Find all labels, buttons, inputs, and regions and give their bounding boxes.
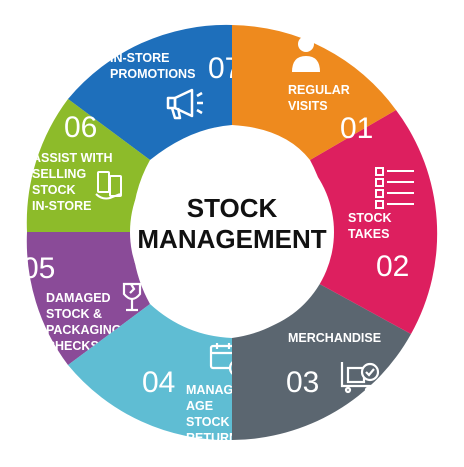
broken-glass-icon [122,282,142,312]
segment-label-01-line1: REGULAR [288,83,350,97]
segment-shape-01 [232,25,396,160]
segment-regular-visits: REGULAR VISITS 01 [232,25,396,160]
megaphone-icon [166,88,203,120]
checklist-icon [375,167,414,209]
segment-merchandise: MERCHANDISE 03 [232,282,411,440]
segment-shape-06 [26,99,150,232]
segment-shape-07 [68,24,232,160]
segment-label-05-line4: CHECKS [46,339,99,353]
segment-damaged-stock: 05 DAMAGED STOCK & PACKAGING CHECKS [22,232,151,365]
segment-stock-takes: STOCK TAKES 02 [310,110,438,334]
segment-label-05-line2: STOCK & [46,307,102,321]
center-circle [130,130,334,334]
segment-label-06-line3: STOCK [32,183,76,197]
segment-number-05: 05 [22,252,55,285]
segment-number-04: 04 [142,366,175,399]
segment-number-03: 03 [286,366,319,399]
segment-label-06-line1: ASSIST WITH [32,151,113,165]
segment-label-03-line1: MERCHANDISE [288,331,381,345]
segment-label-05-line1: DAMAGED [46,291,111,305]
segment-label-02-line1: STOCK [348,211,392,225]
segment-number-01: 01 [340,112,373,145]
segment-label-04-line1: MANAGE [186,383,242,397]
segment-label-04-line2: AGE [186,399,213,413]
hand-money-icon [95,171,122,200]
segment-label-06-line2: SELLING [32,167,86,181]
segment-label-06-line4: IN-STORE [32,199,92,213]
center-title-line2: MANAGEMENT [137,224,326,254]
segment-shape-04 [68,304,232,441]
segment-shape-03 [232,282,411,440]
segment-assist-selling: 06 ASSIST WITH SELLING STOCK IN-STORE [26,99,150,232]
segment-shape-02 [310,110,438,334]
segment-label-05-line3: PACKAGING [46,323,121,337]
segment-label-01-line2: VISITS [288,99,328,113]
segment-label-04-line3: STOCK & [186,415,242,429]
segment-label-04-line4: RETURN [186,431,238,445]
segment-number-02: 02 [376,250,409,283]
segment-label-07-line2: PROMOTIONS [110,67,195,81]
person-icon [292,36,320,72]
segment-shape-05 [26,232,151,365]
segment-label-07-line1: IN-STORE [110,51,170,65]
segment-in-store-promotions: IN-STORE PROMOTIONS 07 [68,24,241,160]
center-title-line1: STOCK [187,193,278,223]
pallet-box-icon [340,362,380,394]
segment-label-02-line2: TAKES [348,227,389,241]
center-hub: STOCK MANAGEMENT [130,130,334,334]
segment-number-06: 06 [64,111,97,144]
